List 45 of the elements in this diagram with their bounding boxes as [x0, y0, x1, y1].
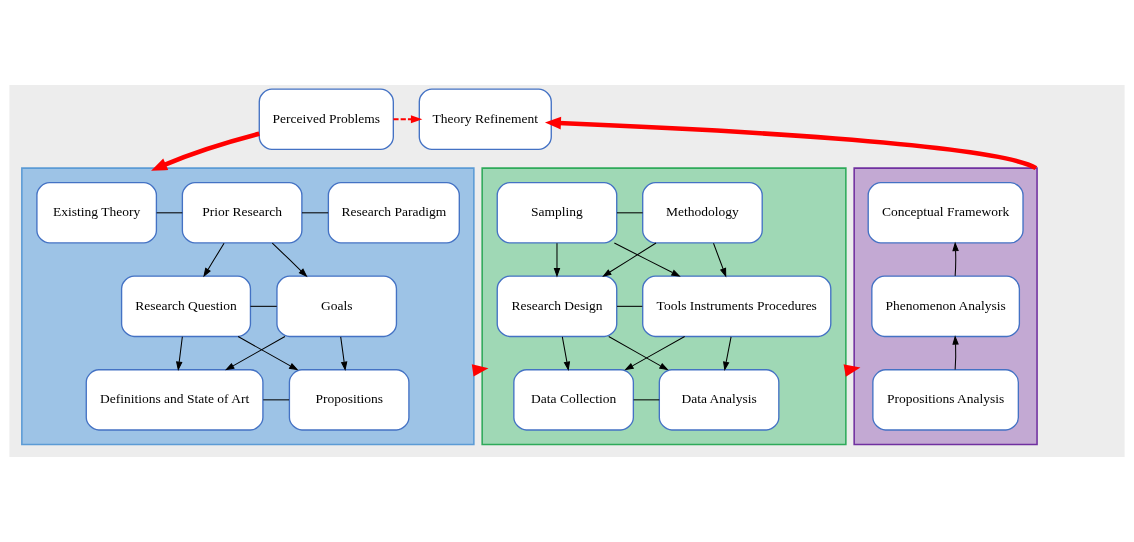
node-box: Propositions Analysis — [872, 369, 1020, 431]
arrow — [544, 116, 1037, 171]
node-box: Conceptual Framework — [867, 182, 1024, 244]
node-box: Tools Instruments Procedures — [642, 275, 832, 338]
node-box: Theory Refinement — [418, 88, 552, 151]
node-box: Definitions and State of Art — [85, 369, 264, 431]
node-box: Methodology — [642, 182, 763, 244]
arrow — [237, 336, 299, 371]
arrow — [553, 242, 561, 278]
connector — [249, 305, 278, 307]
cluster — [853, 167, 1038, 446]
node-box: Existing Theory — [36, 182, 158, 244]
node-box: Research Paradigm — [327, 182, 460, 244]
node-box: Goals — [276, 275, 398, 338]
arrow — [340, 336, 348, 371]
node-box: Sampling — [496, 182, 618, 244]
arrow — [712, 242, 727, 278]
arrow — [175, 336, 183, 371]
arrow — [151, 131, 260, 171]
connector — [301, 212, 329, 214]
arrow — [602, 242, 657, 277]
connector — [156, 212, 183, 214]
arrow — [952, 241, 959, 277]
connector — [633, 399, 660, 401]
arrow — [271, 242, 308, 278]
node-box: Prior Research — [181, 182, 303, 244]
arrow — [203, 242, 225, 278]
arrow — [561, 336, 571, 371]
node-box: Propositions — [288, 369, 410, 431]
arrow — [952, 335, 959, 370]
arrow — [613, 242, 681, 277]
arrow — [608, 336, 669, 371]
arrow — [723, 336, 732, 371]
arrow — [393, 115, 423, 124]
connector — [616, 305, 643, 307]
arrow — [225, 336, 286, 371]
node-box: Perceived Problems — [258, 88, 394, 151]
node-box: Data Analysis — [658, 369, 780, 431]
node-box: Data Collection — [513, 369, 635, 431]
connector — [262, 399, 290, 401]
node-box: Research Design — [496, 275, 618, 338]
arrow — [624, 336, 686, 371]
connector — [616, 212, 644, 214]
node-box: Phenomenon Analysis — [871, 275, 1021, 338]
node-box: Research Question — [120, 275, 252, 338]
